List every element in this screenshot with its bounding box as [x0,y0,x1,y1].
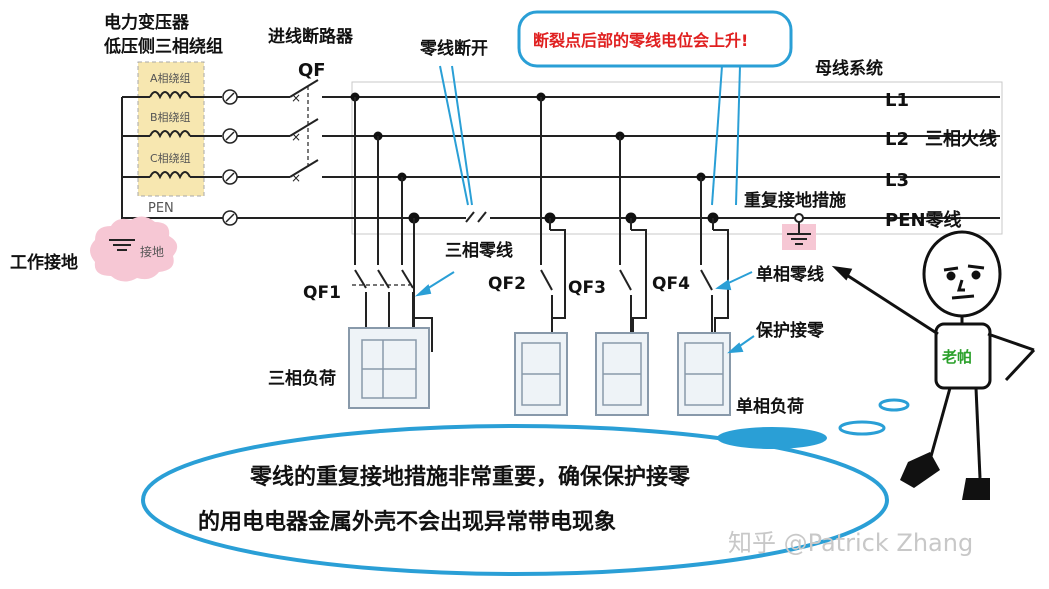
terminals [222,89,238,226]
protective-neutral-label: 保护接零 [755,320,825,341]
stick-figure [831,230,1036,479]
work-ground-label: 工作接地 [10,252,78,273]
winding-a-coil [122,91,222,100]
ground-blob-label: 接地 [140,244,164,259]
single-phase-neutral-label: 单相零线 [756,264,824,285]
repeat-ground-label: 重复接地措施 [744,190,846,211]
thought-dot-1 [717,427,827,449]
qf1-breaker [352,97,433,352]
bubble-text-line1: 零线的重复接地措施非常重要，确保保护接零 [249,464,691,490]
pen-busbar [237,211,1000,223]
l2-label: L2 [885,129,909,150]
callout-bubble [517,10,793,68]
work-ground-blob [90,216,178,282]
three-phase-load-label: 三相负荷 [268,368,336,389]
pen-small-label: PEN [148,201,174,216]
svg-text:×: × [291,130,301,144]
repeat-ground-symbol [782,213,816,250]
winding-c-label: C相绕组 [150,151,191,165]
three-phase-live-label: 三相火线 [925,128,997,150]
person-name-label: 老帕 [941,348,972,366]
speech-bubble [141,424,889,576]
left-shoe [900,452,940,488]
thought-dot-3 [878,398,910,412]
winding-c-coil [122,171,222,180]
thought-dot-2 [838,420,886,436]
work-ground-symbol [109,239,135,251]
incoming-breaker-label: 进线断路器 [268,26,354,47]
winding-a-label: A相绕组 [150,71,191,85]
watermark: 知乎 @Patrick Zhang [728,529,973,557]
pen-neutral-label: PEN零线 [885,209,962,231]
transformer-title-line1: 电力变压器 [104,12,190,33]
qf4-label: QF4 [652,274,690,294]
junction-dots [350,92,719,224]
right-shoe [962,478,990,500]
three-phase-neutral-label: 三相零线 [445,240,513,261]
neutral-break-label: 零线断开 [419,38,488,59]
qf-label: QF [298,60,326,81]
bubble-text-line2: 的用电电器金属外壳不会出现异常带电现象 [198,509,616,535]
qf1-label: QF1 [303,283,341,303]
qf3-breaker [619,136,647,345]
winding-b-label: B相绕组 [150,110,191,124]
qf2-label: QF2 [488,274,526,294]
arrows [414,271,755,354]
qf2-breaker [540,97,566,345]
svg-text:×: × [291,171,301,185]
transformer-title-line2: 低压侧三相绕组 [103,36,223,57]
qf4-breaker [700,177,729,345]
single-phase-load-label: 单相负荷 [736,396,804,417]
callout-text: 断裂点后部的零线电位会上升! [533,31,748,50]
qf3-label: QF3 [568,278,606,298]
incoming-breaker-qf: × × × [237,79,1000,185]
winding-b-coil [122,130,222,139]
l1-label: L1 [885,90,909,111]
l3-label: L3 [885,170,909,191]
busbar-system-box [351,81,1003,235]
callout-pointer-lines [711,65,741,206]
neutral-break-pointer [439,65,473,206]
bus-system-label: 母线系统 [815,58,883,79]
svg-text:×: × [291,91,301,105]
